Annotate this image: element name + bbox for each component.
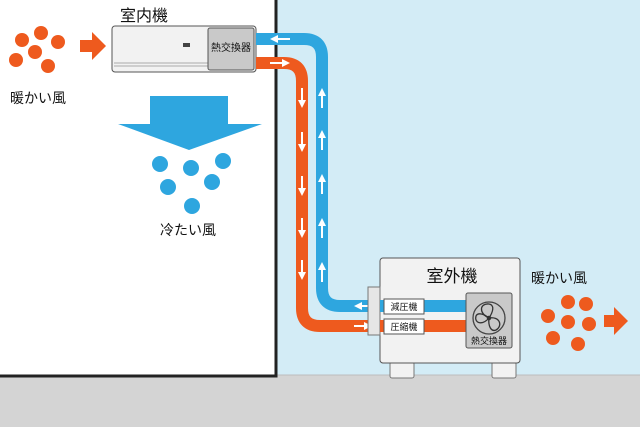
arrow-icon bbox=[298, 260, 306, 280]
arrow-icon bbox=[298, 176, 306, 196]
flow-arrows bbox=[270, 35, 372, 330]
expansion-valve bbox=[383, 298, 425, 315]
warm-air-label-right: 暖かい風 bbox=[531, 271, 587, 287]
arrow-icon bbox=[354, 302, 372, 310]
arrow-icon bbox=[318, 262, 326, 282]
outdoor-heat-exchanger-label: 熱交換器 bbox=[471, 335, 507, 347]
arrow-icon bbox=[318, 88, 326, 108]
cold-air-down-arrow-icon bbox=[118, 96, 262, 150]
indoor-heat-exchanger-label: 熱交換器 bbox=[211, 41, 251, 54]
outdoor-unit-title: 室外機 bbox=[427, 267, 478, 287]
outdoor-unit-foot-right bbox=[491, 361, 517, 379]
arrow-icon bbox=[298, 132, 306, 152]
ground bbox=[0, 375, 640, 427]
fan-icon bbox=[475, 303, 501, 332]
arrow-icon bbox=[270, 59, 290, 67]
cold-pipe bbox=[256, 33, 470, 312]
arrow-icon bbox=[318, 218, 326, 238]
arrow-icon bbox=[318, 174, 326, 194]
compressor-label: 圧縮機 bbox=[390, 321, 417, 333]
arrow-icon bbox=[298, 88, 306, 108]
outdoor-unit: 室外機 減圧機 圧縮機 熱交換器 bbox=[367, 257, 521, 379]
indoor-unit-logo bbox=[183, 43, 190, 47]
warm-air-dots-right bbox=[541, 295, 596, 351]
warm-air-arrow-left-icon bbox=[80, 32, 106, 60]
arrow-icon bbox=[318, 130, 326, 150]
indoor-unit-title: 室内機 bbox=[120, 6, 168, 25]
outdoor-unit-foot-left bbox=[389, 361, 415, 379]
warm-air-arrow-right-icon bbox=[604, 307, 628, 335]
indoor-heat-exchanger bbox=[207, 27, 255, 71]
indoor-unit: 熱交換器 bbox=[111, 25, 257, 73]
cold-air-label: 冷たい風 bbox=[160, 223, 216, 239]
arrow-icon bbox=[270, 35, 290, 43]
compressor bbox=[383, 318, 425, 335]
arrow-icon bbox=[298, 218, 306, 238]
warm-air-dots-left bbox=[9, 26, 65, 73]
warm-air-label-left: 暖かい風 bbox=[10, 91, 66, 107]
expansion-valve-label: 減圧機 bbox=[390, 301, 417, 313]
cold-air-dots bbox=[152, 153, 231, 214]
